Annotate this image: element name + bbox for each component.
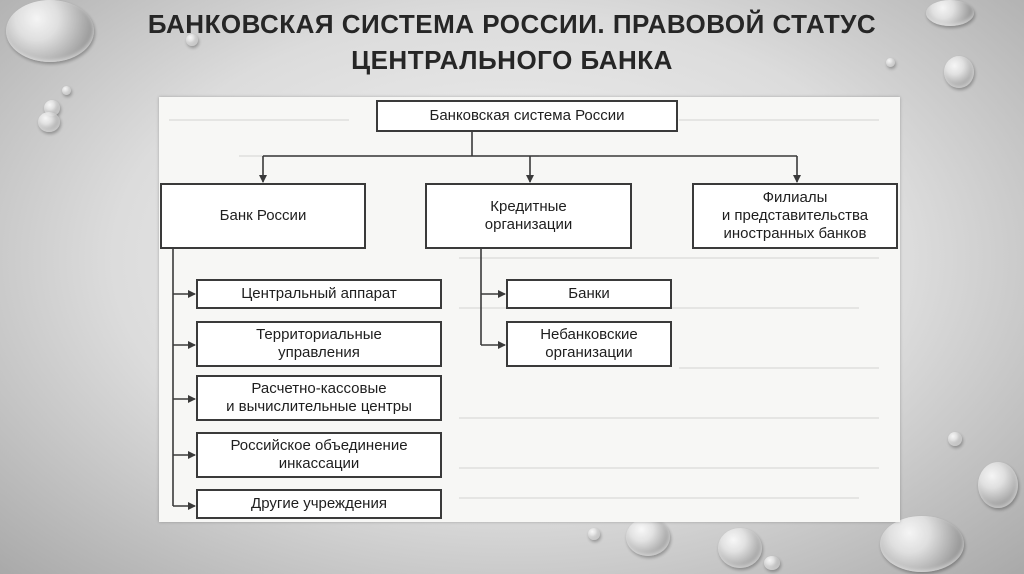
- box-non-bank-organizations: Небанковские организации: [506, 321, 672, 367]
- water-drop: [626, 518, 670, 556]
- water-drop: [718, 528, 762, 568]
- box-territorial-departments: Территориальные управления: [196, 321, 442, 367]
- background-ghost-line: [459, 467, 879, 469]
- water-drop: [62, 86, 71, 95]
- water-drop: [588, 528, 600, 540]
- diagram-panel: Банковская система России Банк России Кр…: [159, 97, 900, 522]
- water-drop: [38, 112, 60, 132]
- box-credit-organizations: Кредитные организации: [425, 183, 632, 249]
- box-central-apparatus: Центральный аппарат: [196, 279, 442, 309]
- box-banks: Банки: [506, 279, 672, 309]
- box-russian-collection-association: Российское объединение инкассации: [196, 432, 442, 478]
- water-drop: [764, 556, 780, 570]
- box-bank-of-russia: Банк России: [160, 183, 366, 249]
- connector-lines: [172, 129, 801, 510]
- root-box-banking-system: Банковская система России: [376, 100, 678, 132]
- water-drop: [978, 462, 1018, 508]
- water-drop: [186, 34, 198, 46]
- water-drop: [944, 56, 974, 88]
- background-ghost-line: [679, 367, 879, 369]
- water-drop: [948, 432, 962, 446]
- box-foreign-branches: Филиалы и представительства иностранных …: [692, 183, 898, 249]
- water-drop: [886, 58, 895, 67]
- water-drop: [880, 516, 964, 572]
- background-ghost-line: [679, 119, 879, 121]
- box-cash-and-computing-centers: Расчетно-кассовые и вычислительные центр…: [196, 375, 442, 421]
- box-other-institutions: Другие учреждения: [196, 489, 442, 519]
- water-drop: [926, 0, 974, 26]
- slide-title: БАНКОВСКАЯ СИСТЕМА РОССИИ. ПРАВОВОЙ СТАТ…: [147, 9, 877, 75]
- background-ghost-line: [169, 119, 349, 121]
- background-ghost-line: [459, 417, 879, 419]
- background-ghost-line: [459, 257, 879, 259]
- water-drop: [6, 0, 94, 62]
- background-ghost-line: [459, 497, 859, 499]
